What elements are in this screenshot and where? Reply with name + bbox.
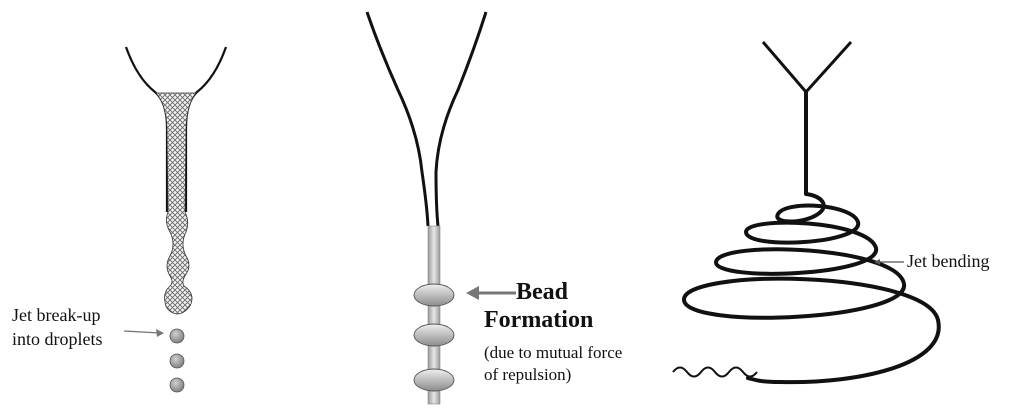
taylor-cone-outline-right bbox=[186, 47, 226, 212]
bead bbox=[414, 284, 454, 306]
droplet bbox=[170, 354, 184, 368]
breakup-panel bbox=[124, 47, 226, 392]
droplet bbox=[170, 329, 184, 343]
bead-title-line2: Formation bbox=[484, 307, 593, 335]
bead bbox=[414, 369, 454, 391]
bead bbox=[414, 324, 454, 346]
breakup-label-line1: Jet break-up bbox=[12, 305, 100, 326]
breakup-label-line2: into droplets bbox=[12, 329, 103, 350]
bending-pointer-line bbox=[874, 259, 904, 265]
bead-title-line1: Bead bbox=[516, 279, 568, 307]
bending-panel bbox=[673, 42, 939, 382]
droplet bbox=[170, 378, 184, 392]
breakup-pointer-arrow bbox=[124, 329, 164, 337]
bead-note-line2: of repulsion) bbox=[484, 365, 571, 385]
cone-outline-right bbox=[436, 12, 486, 226]
liquid-jet bbox=[156, 93, 196, 314]
taylor-cone-outline-left bbox=[126, 47, 167, 212]
bending-spiral bbox=[684, 194, 939, 382]
bending-label: Jet bending bbox=[907, 251, 990, 272]
cone-outline-left bbox=[367, 12, 428, 226]
bead-pointer-arrow bbox=[466, 286, 516, 300]
bead-note-line1: (due to mutual force bbox=[484, 343, 622, 363]
cone-outline bbox=[763, 42, 851, 92]
wavy-fiber-tail bbox=[673, 368, 757, 377]
